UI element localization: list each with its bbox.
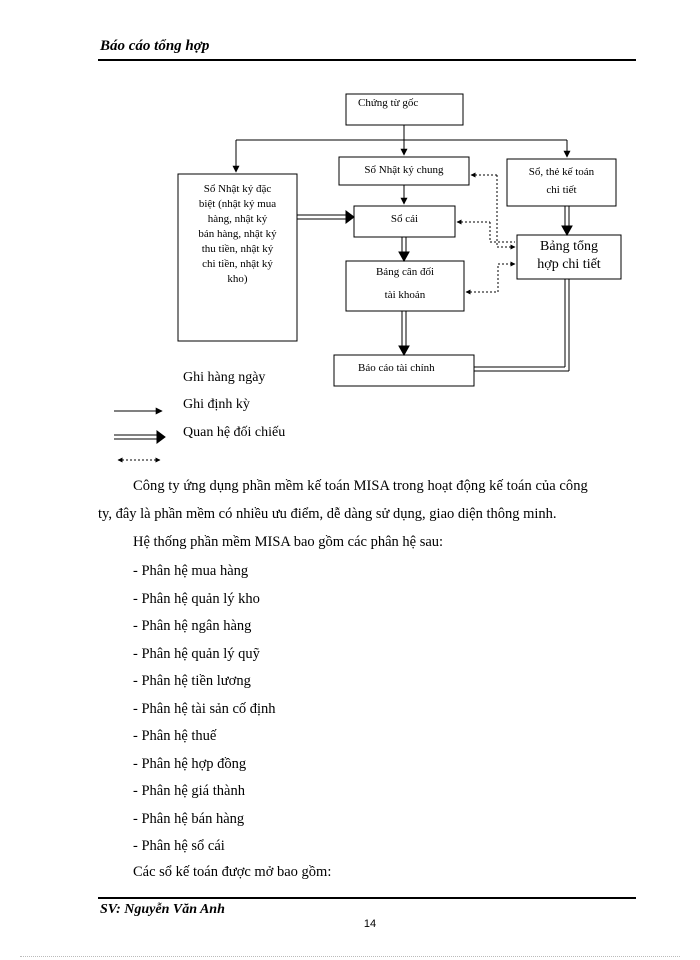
- node-line: biệt (nhật ký mua: [198, 198, 277, 210]
- node-line: Sổ Nhật ký đặc: [203, 183, 272, 195]
- node-line: hợp chi tiết: [537, 257, 601, 272]
- legend-symbols: [114, 407, 166, 463]
- node-bang-can-doi: Bảng cân đối tài khoản: [346, 266, 464, 302]
- footer-author: SV: Nguyễn Văn Anh: [100, 902, 225, 917]
- list-item: - Phân hệ giá thành: [133, 783, 245, 799]
- legend-reconcile-label: Quan hệ đối chiếu: [183, 425, 286, 440]
- closing-line: Các sổ kế toán được mở bao gồm:: [133, 864, 332, 880]
- node-line: chi tiền, nhật ký: [202, 258, 273, 270]
- node-line: kho): [227, 273, 248, 285]
- list-item: - Phân hệ tiền lương: [133, 673, 251, 689]
- list-item: - Phân hệ sổ cái: [133, 838, 225, 854]
- modules-list: - Phân hệ mua hàng - Phân hệ quản lý kho…: [133, 562, 276, 865]
- box-so-the-ke-toan-chi-tiet: [506, 158, 617, 207]
- list-item: - Phân hệ mua hàng: [133, 563, 249, 579]
- node-line: Sổ, thẻ kế toán: [528, 166, 595, 178]
- node-line: hàng, nhật ký: [207, 213, 268, 225]
- legend-periodic-label: Ghi định kỳ: [183, 397, 250, 412]
- box-so-cai: [353, 205, 456, 238]
- node-so-cai: Sổ cái: [390, 213, 419, 225]
- header-rule: [98, 59, 636, 61]
- list-item: - Phân hệ bán hàng: [133, 810, 245, 827]
- accounting-flow-diagram: [114, 93, 622, 463]
- paragraph-line-1: Công ty ứng dụng phần mềm kế toán MISA t…: [133, 478, 588, 494]
- node-line: tài khoản: [384, 288, 426, 301]
- modules-intro: Hệ thống phần mềm MISA bao gồm các phân …: [133, 534, 444, 550]
- page-bottom-divider: [20, 956, 680, 957]
- box-so-nhat-ky-dac-biet: [177, 173, 298, 342]
- node-chung-tu-goc: Chứng từ gốc: [358, 97, 419, 109]
- node-line: Bảng cân đối: [375, 266, 435, 278]
- node-line: Bảng tổng: [540, 239, 598, 254]
- list-item: - Phân hệ hợp đồng: [133, 755, 247, 772]
- node-line: thu tiền, nhật ký: [201, 243, 274, 255]
- page-number: 14: [363, 918, 377, 930]
- list-item: - Phân hệ ngân hàng: [133, 618, 252, 634]
- node-so-the-ke-toan-chi-tiet: Sổ, thẻ kế toán chi tiết: [507, 166, 616, 197]
- node-line: bán hàng, nhật ký: [198, 228, 277, 240]
- node-bang-tong-hop: Bảng tổng hợp chi tiết: [517, 238, 621, 274]
- node-line: chi tiết: [546, 183, 577, 196]
- node-bao-cao-tai-chinh: Báo cáo tài chính: [358, 362, 435, 374]
- paragraph-line-2: ty, đây là phần mềm có nhiều ưu điểm, dễ…: [98, 506, 557, 522]
- node-so-nhat-ky-chung: Sổ Nhật ký chung: [364, 164, 444, 176]
- document-header-title: Báo cáo tổng hợp: [100, 38, 210, 54]
- list-item: - Phân hệ quản lý kho: [133, 590, 260, 607]
- node-so-nhat-ky-dac-biet: Sổ Nhật ký đặc biệt (nhật ký mua hàng, n…: [178, 182, 297, 287]
- list-item: - Phân hệ thuế: [133, 728, 217, 744]
- list-item: - Phân hệ tài sản cố định: [133, 700, 276, 717]
- footer-rule: [98, 897, 636, 899]
- legend-daily-label: Ghi hàng ngày: [183, 370, 266, 385]
- list-item: - Phân hệ quản lý quỹ: [133, 645, 260, 662]
- box-bang-can-doi: [345, 260, 465, 312]
